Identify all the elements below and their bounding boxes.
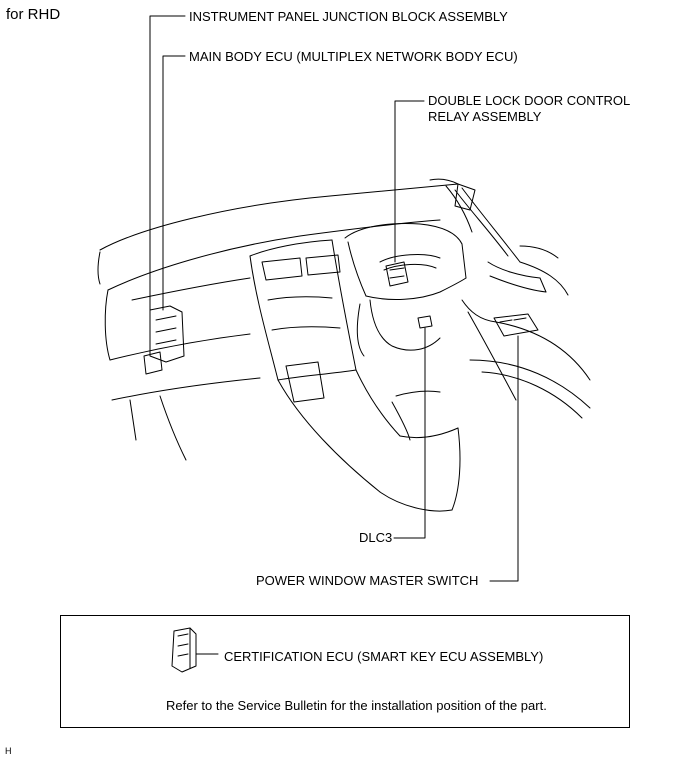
label-certification-ecu: CERTIFICATION ECU (SMART KEY ECU ASSEMBL… (224, 649, 544, 664)
label-instrument-panel-junction-block: INSTRUMENT PANEL JUNCTION BLOCK ASSEMBLY (189, 9, 508, 24)
label-double-lock-line1: DOUBLE LOCK DOOR CONTROL (428, 93, 631, 108)
leader-double-lock (394, 100, 425, 263)
label-double-lock-line2: RELAY ASSEMBLY (428, 109, 542, 124)
label-power-window-master-switch: POWER WINDOW MASTER SWITCH (256, 573, 479, 588)
leader-power-window (489, 335, 519, 582)
label-main-body-ecu: MAIN BODY ECU (MULTIPLEX NETWORK BODY EC… (189, 49, 518, 64)
legend-box (60, 615, 630, 728)
leader-ipjb (149, 15, 186, 311)
footer-mark: H (5, 746, 12, 756)
label-dlc3: DLC3 (359, 530, 393, 545)
page-title: for RHD (6, 6, 61, 23)
legend-note: Refer to the Service Bulletin for the in… (166, 698, 547, 713)
leader-dlc3 (393, 327, 426, 539)
certification-ecu-icon (171, 627, 219, 673)
leader-ecu (162, 55, 186, 311)
